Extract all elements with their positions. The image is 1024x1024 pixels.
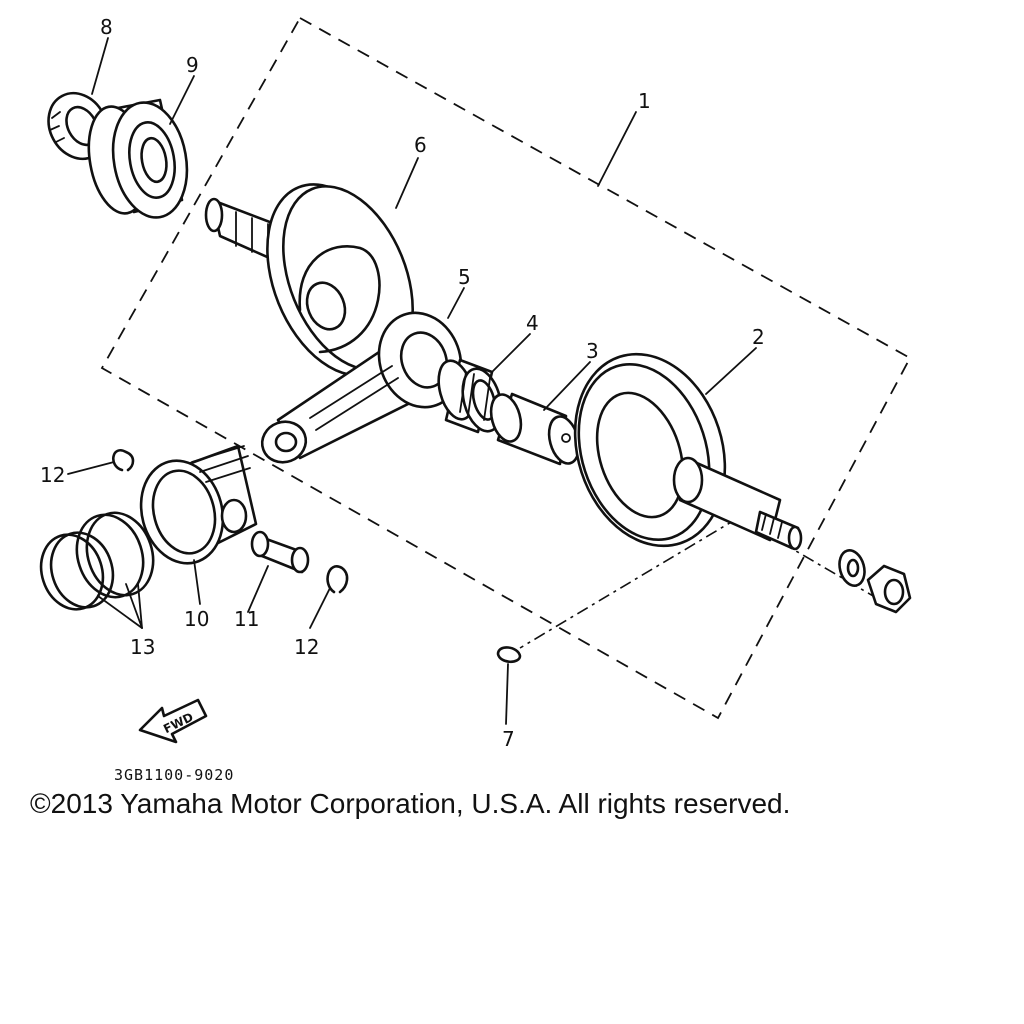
- callout-11: 11: [234, 607, 259, 631]
- part-12-circlip-right: [326, 565, 349, 594]
- key-line: [519, 517, 739, 649]
- copyright-notice: ©2013 Yamaha Motor Corporation, U.S.A. A…: [30, 788, 791, 819]
- callout-6: 6: [414, 133, 427, 157]
- callout-7: 7: [502, 727, 515, 751]
- callout-9: 9: [186, 53, 199, 77]
- crank-washer: [838, 549, 866, 587]
- part-9-bearing: [87, 98, 189, 219]
- callout-8: 8: [100, 15, 113, 39]
- part-6-crank-web: [204, 183, 414, 377]
- crank-nut: [866, 564, 912, 614]
- assembly-boundary: [100, 16, 912, 720]
- callout-1: 1: [638, 89, 651, 113]
- leader-lines: [67, 37, 757, 725]
- part-3-crank-pin: [489, 392, 581, 466]
- center-line: [759, 529, 881, 601]
- part-2-crank-web: [573, 352, 803, 551]
- part-13-piston-rings: [39, 511, 155, 611]
- callout-5: 5: [458, 265, 471, 289]
- part-10-piston: [139, 444, 258, 565]
- callout-12-left: 12: [40, 463, 65, 487]
- part-12-circlip-left: [112, 449, 135, 472]
- callout-labels: 8 9 1 6 5 4 3 2 7 12 10 11 12 13: [40, 15, 765, 751]
- callout-12-right: 12: [294, 635, 319, 659]
- callout-4: 4: [526, 311, 539, 335]
- callout-2: 2: [752, 325, 765, 349]
- fwd-arrow-icon: FWD: [138, 698, 208, 744]
- part-11-piston-pin: [250, 530, 310, 574]
- part-4-needle-bearing: [437, 358, 503, 434]
- callout-10: 10: [184, 607, 209, 631]
- part-7-key: [496, 646, 522, 664]
- callout-13: 13: [130, 635, 155, 659]
- callout-3: 3: [586, 339, 599, 363]
- part-code: 3GB1100-9020: [114, 766, 234, 784]
